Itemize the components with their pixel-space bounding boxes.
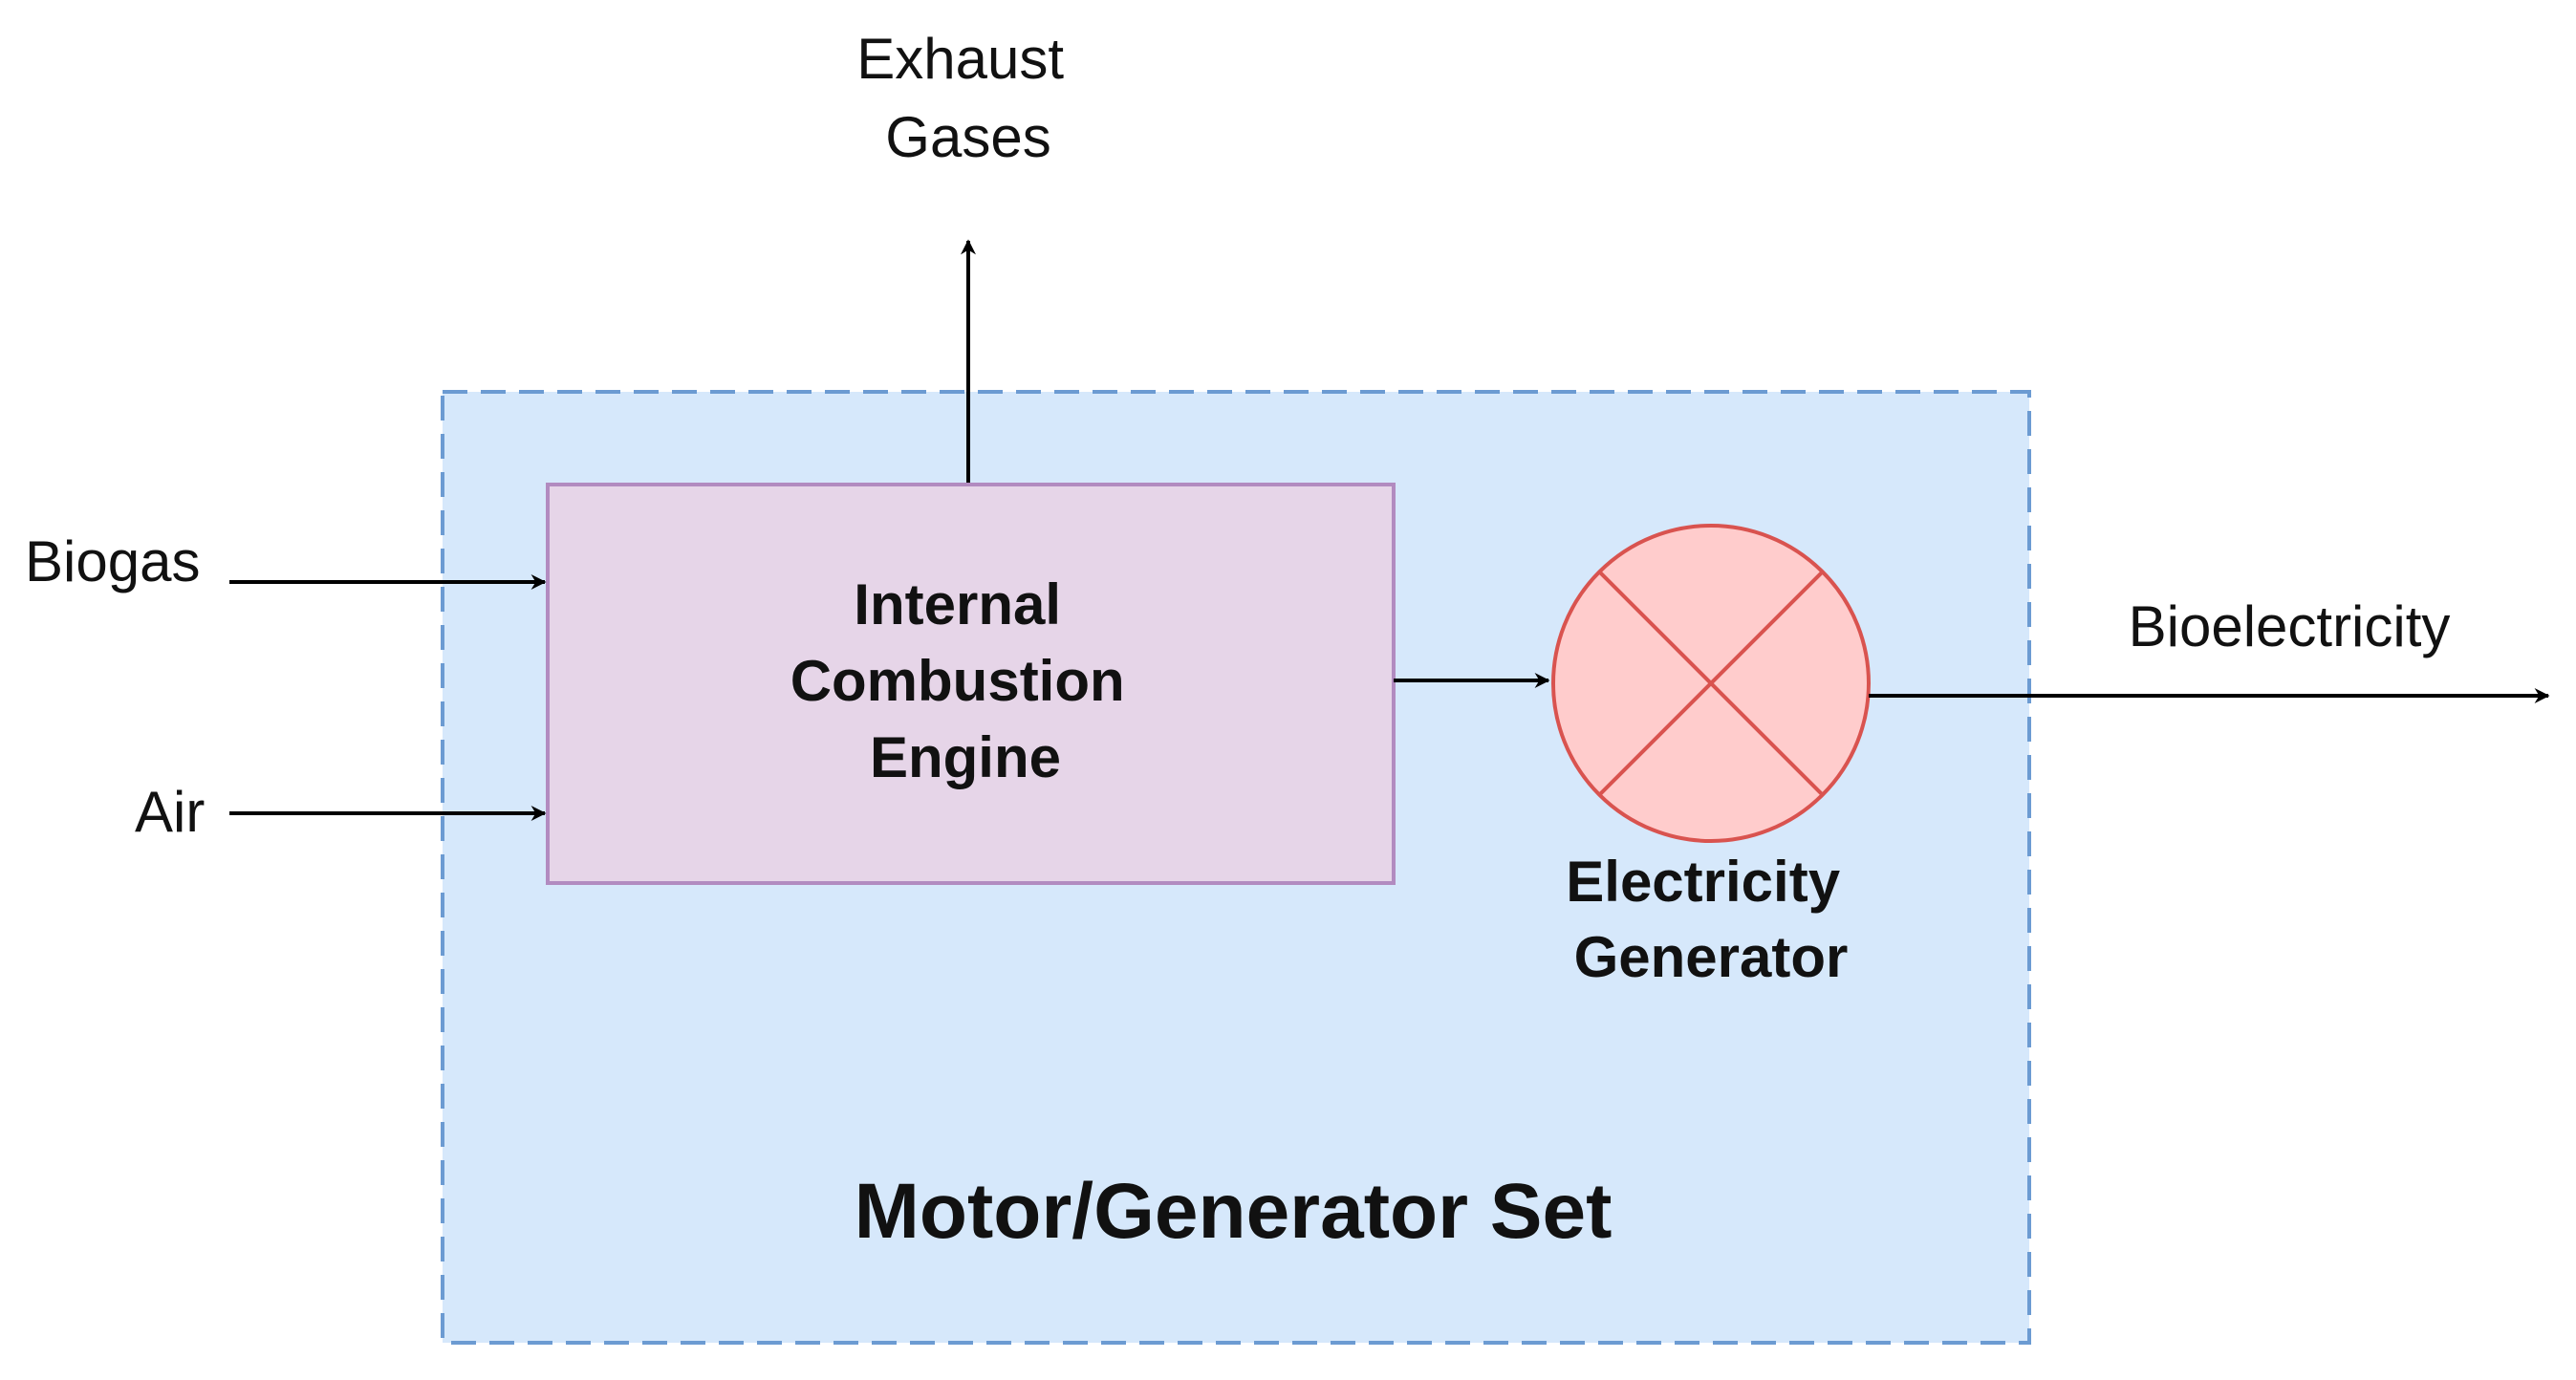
air-label: Air (135, 780, 205, 844)
generator-label-line-2: Generator (1574, 925, 1849, 989)
crossed-circle-icon (1551, 524, 1871, 843)
generator-label-line-1: Electricity (1566, 850, 1840, 914)
engine-label-line-3: Engine (870, 725, 1061, 789)
engine-box (546, 483, 1396, 885)
engine-label: Internal Combustion Engine (790, 572, 1141, 789)
generator-label: Electricity Generator (1566, 850, 1856, 989)
engine-label-line-2: Combustion (790, 649, 1125, 713)
exhaust-label-line-1: Exhaust (856, 27, 1064, 91)
bioelectricity-label: Bioelectricity (2129, 594, 2451, 658)
exhaust-label: Exhaust Gases (856, 27, 1079, 169)
exhaust-label-line-2: Gases (885, 105, 1050, 169)
engine-label-line-1: Internal (854, 572, 1061, 636)
biogas-label: Biogas (25, 529, 200, 593)
motor-generator-set-title: Motor/Generator Set (855, 1168, 1613, 1255)
